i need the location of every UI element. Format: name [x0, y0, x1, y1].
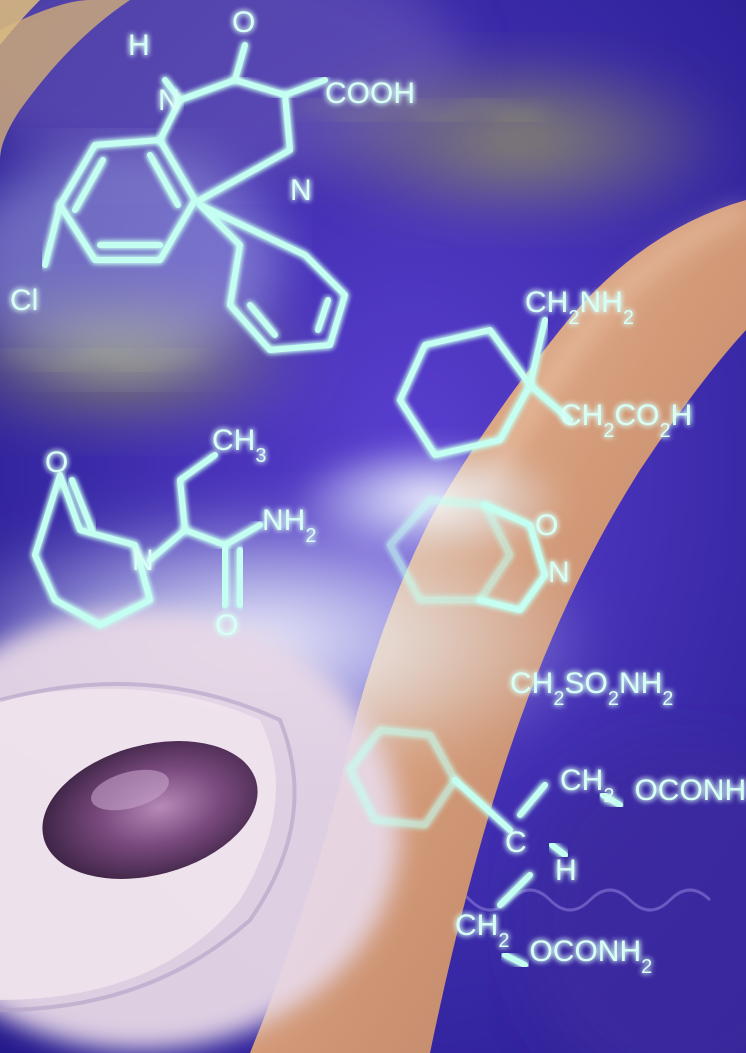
chlorine-label: Cl: [10, 284, 38, 317]
cooh-label: COOH: [325, 77, 415, 110]
nh2-label: NH2: [262, 504, 316, 547]
molecule-4: O N CH2SO2NH2: [387, 497, 673, 710]
nitrogen-label-3: N: [132, 544, 154, 577]
molecule-2: CH2NH2 CH2CO2H: [397, 286, 692, 458]
oxygen-label-4: O: [535, 509, 558, 542]
oxygen-label: O: [232, 6, 255, 39]
molecule-3: O N CH3 NH2 O: [32, 424, 316, 642]
carbon-label: C: [505, 826, 527, 859]
oxygen-label-3: O: [45, 446, 68, 479]
hydrogen-label-5: H: [555, 854, 577, 887]
hydrogen-label: H: [128, 29, 150, 62]
ch2nh2-label: CH2NH2: [525, 286, 634, 329]
nitrogen-ring-label: N: [290, 174, 312, 207]
nitrogen-label-4: N: [548, 556, 570, 589]
nitrogen-label: N: [158, 84, 180, 117]
molecule-1: H N O COOH N Cl: [10, 6, 415, 353]
ch2co2h-label: CH2CO2H: [560, 399, 692, 442]
ch3-label: CH3: [212, 424, 266, 467]
oxygen-label-3b: O: [215, 609, 238, 642]
ch2so2nh2-label: CH2SO2NH2: [510, 667, 673, 710]
